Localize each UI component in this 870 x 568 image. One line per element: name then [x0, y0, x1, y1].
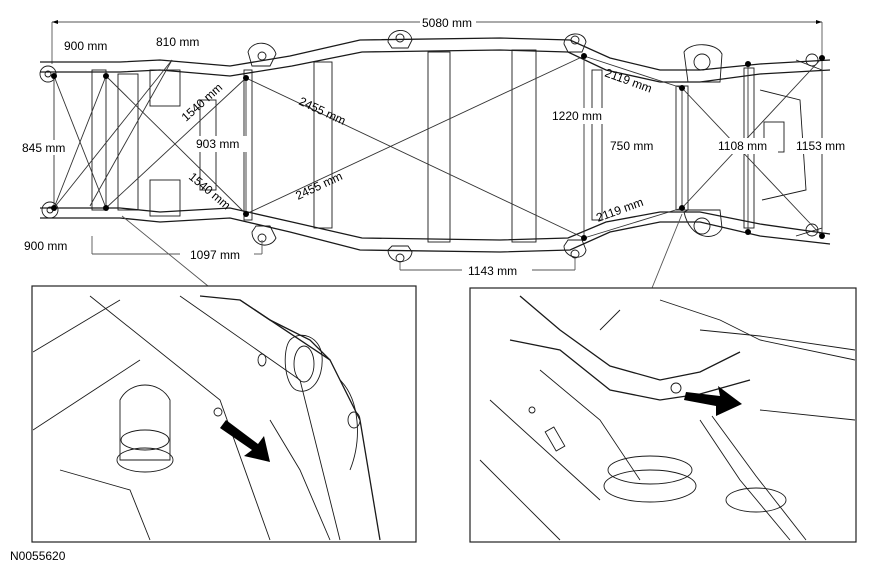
measurement-points [51, 53, 825, 241]
label-width-750: 750 mm [610, 139, 653, 153]
label-overall-length: 5080 mm [422, 16, 472, 30]
leader-line-left [121, 215, 209, 287]
label-front-diag-top: 900 mm [64, 39, 107, 53]
figure-id: N0055620 [10, 549, 66, 563]
label-spacing-1097: 1097 mm [190, 248, 240, 262]
arrow-pointer-left [220, 420, 270, 462]
leader-line-right [651, 213, 683, 289]
label-width-1153: 1153 mm [796, 139, 845, 153]
label-front-diag-bottom: 900 mm [24, 239, 67, 253]
label-width-1220: 1220 mm [552, 109, 602, 123]
label-diag-2455-top: 2455 mm [297, 94, 348, 128]
measurement-lines [53, 55, 823, 271]
label-width-1108: 1108 mm [718, 139, 767, 153]
label-spacing-1143: 1143 mm [468, 264, 517, 278]
detail-view-left [31, 285, 417, 543]
vehicle-frame [39, 30, 831, 263]
label-front-width: 845 mm [22, 141, 65, 155]
dimension-labels: 5080 mm 900 mm 810 mm 845 mm 900 mm 1540… [20, 14, 856, 278]
label-width-903: 903 mm [196, 137, 239, 151]
detail-view-right [469, 287, 857, 543]
label-diag-1540-bottom: 1540 mm [186, 170, 233, 213]
arrow-pointer-right [684, 386, 742, 416]
label-diag-2455-bottom: 2455 mm [293, 169, 344, 203]
label-diag-1540-top: 1540 mm [179, 80, 226, 124]
label-rail-spacing: 810 mm [156, 35, 199, 49]
